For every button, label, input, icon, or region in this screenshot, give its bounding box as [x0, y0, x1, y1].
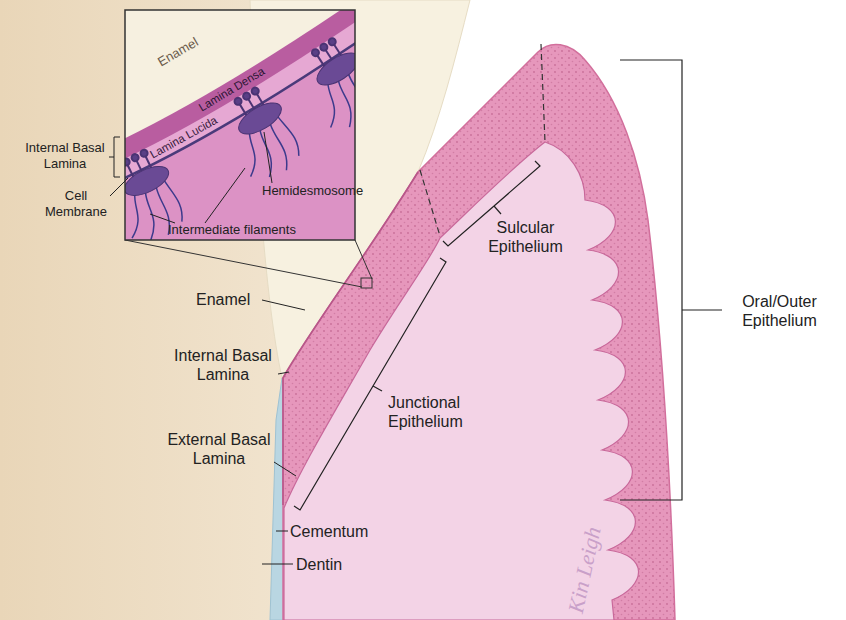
inset-magnified: [125, 10, 355, 240]
enamel-inset: [125, 10, 355, 150]
lamina-densa-band: [125, 10, 355, 166]
part-label: Junctional Epithelium: [388, 393, 488, 431]
boundary-dash: [541, 44, 545, 142]
part-label: Sulcular Epithelium: [478, 218, 573, 256]
part-label: Cell Membrane: [40, 188, 112, 219]
part-label: Oral/Outer Epithelium: [727, 292, 832, 330]
bracket: [294, 258, 446, 510]
part-label: Hemidesmosome: [262, 183, 363, 199]
boundary-dash: [420, 170, 440, 236]
part-label: Intermediate filaments: [168, 222, 296, 238]
bracket: [620, 60, 722, 500]
part-label: Enamel: [196, 290, 250, 309]
cell-membrane-line: [125, 21, 355, 181]
part-label: Cementum: [290, 522, 368, 541]
lamina-lucida-band: [125, 10, 355, 181]
part-label: Internal Basal Lamina: [22, 140, 108, 171]
part-label: External Basal Lamina: [164, 430, 274, 468]
part-label: Internal Basal Lamina: [168, 346, 278, 384]
inset-frame: [125, 10, 355, 240]
leader-line: [110, 178, 128, 196]
inset-connector: [125, 240, 372, 288]
part-label: Dentin: [296, 555, 342, 574]
bracket: [109, 137, 120, 177]
hemidesmosome: [290, 31, 355, 138]
